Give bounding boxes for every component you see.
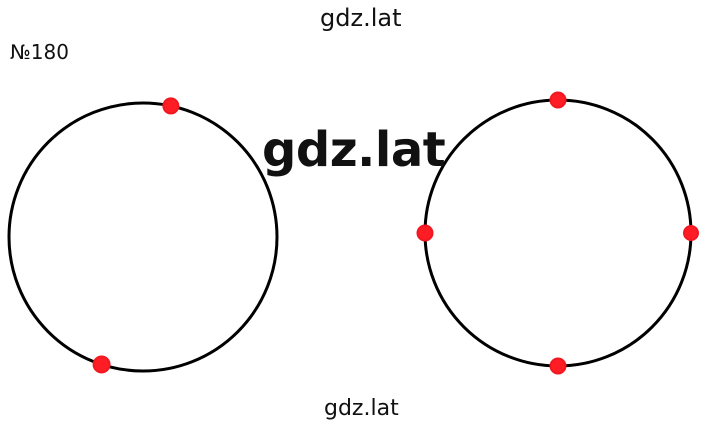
- right-circle: [423, 98, 693, 368]
- problem-number: №180: [10, 40, 69, 64]
- bottom-watermark: gdz.lat: [324, 396, 399, 421]
- right-circle-left-point: [416, 224, 434, 242]
- left-circle: [7, 101, 279, 373]
- left-circle-bottom-point: [92, 355, 111, 374]
- right-circle-top-point: [549, 91, 567, 109]
- right-circle-right-point: [683, 225, 699, 241]
- left-circle-top-point: [162, 97, 180, 115]
- right-circle-bottom-point: [549, 357, 567, 375]
- center-watermark: gdz.lat: [262, 122, 446, 178]
- left-circle-group: [7, 97, 279, 374]
- right-circle-group: [416, 91, 699, 375]
- top-watermark: gdz.lat: [320, 4, 402, 32]
